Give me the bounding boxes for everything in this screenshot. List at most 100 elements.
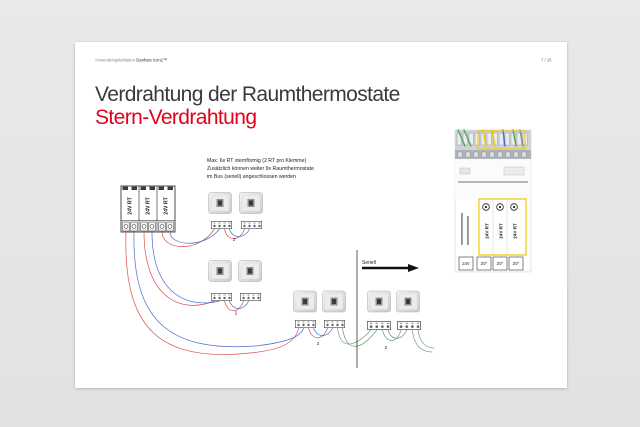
wire-blue [169,228,220,244]
thermostat-temp-label: 20° [513,261,520,266]
wire-red [161,228,215,247]
terminal-label: 24V RT [145,196,151,214]
document-page: AnwendungsleitfadenDanfoss Icon2™ 7 / 16… [75,42,567,388]
wire-count-label: 2 [317,341,320,346]
room-thermostat [208,260,232,282]
bus-wiring [337,327,435,353]
controller-body [455,159,531,199]
note-line: Zusätzlich können weiter 9x Raumthermost… [207,166,314,172]
terminal-block: 24V RT 24V RT 24V RT [120,185,176,233]
terminal-clip [158,186,164,190]
wire-blue [151,231,220,304]
room-thermostat [293,290,317,313]
note-line: Max. 6x RT sternförmig (2 RT pro Klemme) [207,158,307,164]
photo-terminal-label: 24V RT [485,223,490,239]
photo-highlight-outputs [478,198,527,256]
terminal-clip [167,186,173,190]
thermostat-connector [211,293,232,301]
page-subtitle: Stern-Verdrahtung [95,106,257,129]
terminal-symbol-dot [498,205,502,209]
photo-terminal-label: 24V RT [499,223,504,239]
thermostat-box [492,256,508,271]
thermostat-connector [241,221,262,229]
product-name: Danfoss Icon2™ [136,57,168,63]
thermostat-connector [324,320,345,328]
wiring-diagram: 24V RT 24V RT 24V RT [120,129,532,368]
thermostat-connector [367,321,391,330]
wire-blue [229,228,250,237]
bus-wire [412,329,433,353]
room-thermostat [238,260,262,282]
room-thermostat [239,192,263,214]
thermostat-connector [397,321,421,330]
photo-wire-blue [502,129,506,147]
screw-terminal [122,221,130,232]
controller-detail [503,166,525,176]
wire-red [125,231,299,355]
printed-label-strip [461,213,463,245]
printed-label-strip [467,216,469,245]
photo-highlight-top [477,130,526,150]
thermostat-box [476,256,492,271]
room-thermostat [322,290,346,313]
wire-red [224,228,245,240]
photo-wire-yellow [482,129,487,147]
wire-count-label: 2 [233,237,236,242]
controller-detail [459,167,471,175]
terminal-label: 24V RT [163,196,169,214]
thermostat-connector [240,293,261,301]
controller-photo: 24V RT 24V RT 24V RT 24V 20° 20° 20° [454,129,532,273]
thermostat-temp-label: 20° [497,261,504,266]
guide-label: Anwendungsleitfaden [95,57,136,63]
photo-wire-green [457,129,466,147]
screw-terminal [140,221,148,232]
screw-terminal [148,221,156,232]
terminal-clip [140,186,146,190]
screw-terminal [158,221,166,232]
photo-wire-grey [519,129,524,147]
bus-wire [387,329,408,339]
room-thermostat [396,290,420,313]
page-title: Verdrahtung der Raumthermostate [95,83,400,106]
wiring-note: Max. 6x RT sternförmig (2 RT pro Klemme)… [207,157,314,181]
thermostat-box [508,256,524,271]
note-line: im Bus (seriell) angeschlossen werden [207,174,296,180]
terminal-symbol-dot [484,205,488,209]
thermostat-connector [211,221,232,229]
wire-red [143,231,215,306]
wire-blue [313,327,333,336]
wire-blue [133,231,304,348]
supply-box [458,256,474,271]
serial-label: Seriell [362,260,376,266]
room-thermostat [208,192,232,214]
star-wiring [125,228,333,355]
wire-red [308,327,328,339]
page-number: 7 / 16 [541,57,552,63]
screw-row-terminals [457,151,527,158]
photo-wire-yellow [491,129,496,147]
photo-terminal-label: 24V RT [513,223,518,239]
screw-terminal [166,221,174,232]
wire-count-label: 2 [385,345,388,350]
wire-count-label: 2 [235,311,238,316]
running-header: AnwendungsleitfadenDanfoss Icon2™ [95,57,167,63]
photo-wire-green [512,129,517,147]
serial-arrow-head-icon [408,264,419,272]
bus-wire [337,327,372,345]
terminal-label: 24V RT [127,196,133,214]
bus-wire [342,327,378,347]
terminal-clip [131,186,137,190]
bus-wire [417,329,435,349]
photo-wire-green [463,129,472,147]
terminal-block-body [120,185,176,233]
thermostat-connector [295,320,316,328]
thermostat-temp-label: 20° [481,261,488,266]
supply-label: 24V [462,261,470,266]
terminal-symbol-dot [512,205,516,209]
wire-red [224,300,244,312]
terminal-clip [149,186,155,190]
screw-terminal [130,221,138,232]
room-thermostat [367,290,391,313]
bus-wire [382,329,402,341]
terminal-clip [122,186,128,190]
